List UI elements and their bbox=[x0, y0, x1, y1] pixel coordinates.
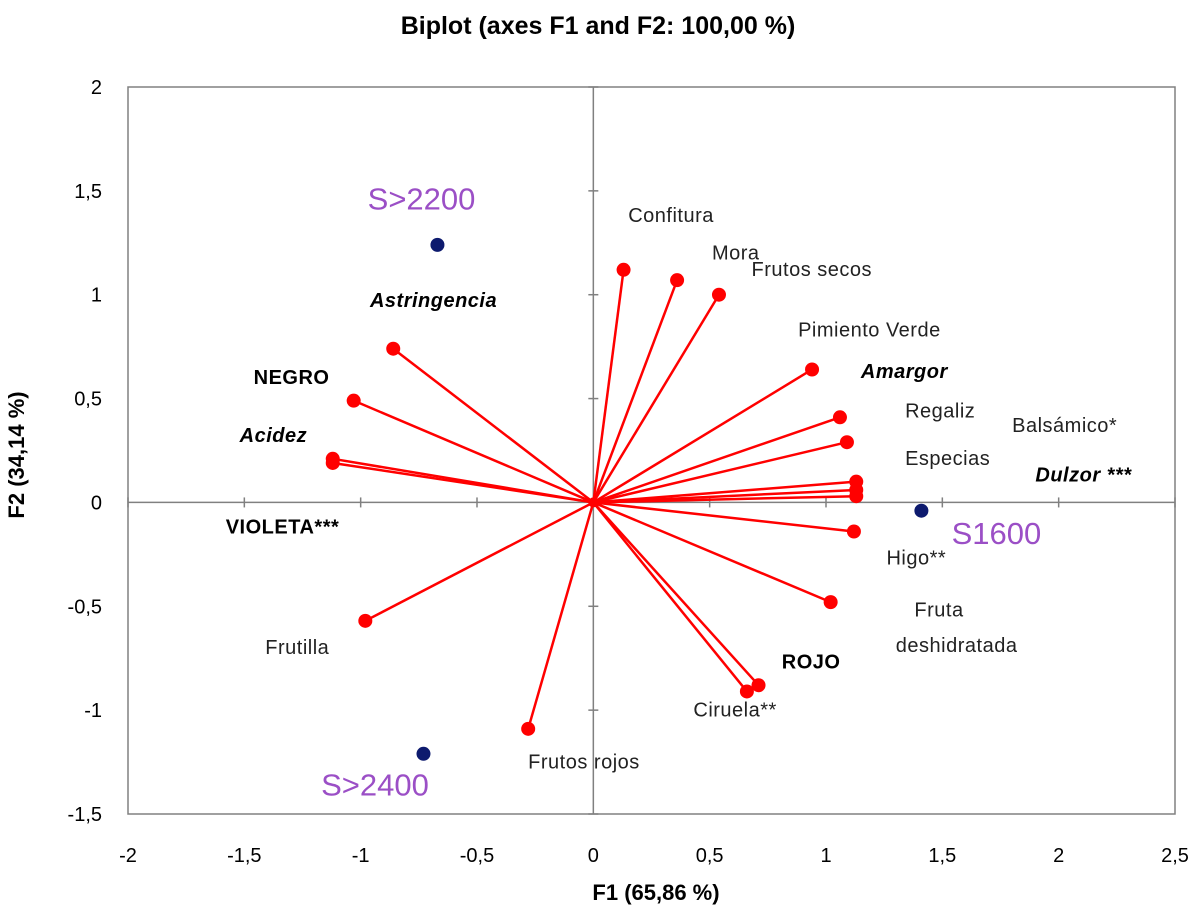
chart-title: Biplot (axes F1 and F2: 100,00 %) bbox=[401, 12, 796, 40]
y-tick-label: 0,5 bbox=[74, 389, 102, 411]
x-tick-label: -1 bbox=[352, 845, 370, 867]
variable-label: Acidez bbox=[239, 425, 307, 447]
variable-vectors bbox=[325, 262, 864, 736]
variable-label: Pimiento Verde bbox=[798, 319, 941, 341]
variable-point bbox=[616, 262, 631, 277]
variable-label: Ciruela** bbox=[693, 699, 776, 721]
x-tick-label: 0,5 bbox=[696, 845, 724, 867]
y-tick-label: 0 bbox=[91, 492, 102, 514]
variable-point bbox=[839, 435, 854, 450]
x-tick-label: -2 bbox=[119, 845, 137, 867]
variable-point bbox=[670, 273, 685, 288]
variable-label: deshidratada bbox=[896, 635, 1018, 657]
origin-point bbox=[588, 497, 599, 508]
y-tick-label: -0,5 bbox=[68, 596, 102, 618]
variable-label: Higo** bbox=[886, 548, 946, 570]
variable-point bbox=[358, 613, 373, 628]
variable-point bbox=[521, 721, 536, 736]
variable-label: Astringencia bbox=[369, 290, 497, 312]
variable-vector bbox=[592, 294, 721, 504]
x-axis-label: F1 (65,86 %) bbox=[592, 880, 719, 905]
observation-point bbox=[430, 237, 445, 252]
variable-point bbox=[711, 287, 726, 302]
variable-label: ROJO bbox=[782, 652, 841, 674]
variable-vector bbox=[526, 502, 595, 730]
variable-vector bbox=[592, 501, 748, 693]
variable-point bbox=[751, 678, 766, 693]
variable-vector bbox=[593, 494, 857, 504]
variable-point bbox=[846, 524, 861, 539]
observation-label: S>2200 bbox=[368, 182, 476, 217]
y-tick-label: 1,5 bbox=[74, 181, 102, 203]
axes: -2 -1,5 -1 -0,5 0 0,5 1 1,5 2 2,5 2 1,5 1 0,5 0 -0,5 -1 -… bbox=[68, 77, 1189, 867]
variable-label: Balsámico* bbox=[1012, 415, 1117, 437]
variable-point bbox=[325, 455, 340, 470]
variable-point bbox=[805, 362, 820, 377]
variable-label: Frutilla bbox=[265, 637, 329, 659]
variable-vector bbox=[592, 416, 841, 504]
variable-point bbox=[346, 393, 361, 408]
variable-vector bbox=[353, 399, 594, 504]
y-tick-label: 1 bbox=[91, 285, 102, 307]
variable-vector bbox=[593, 501, 855, 533]
observation-label: S>2400 bbox=[321, 767, 429, 802]
variable-vector bbox=[592, 501, 832, 604]
variable-point bbox=[739, 684, 754, 699]
plot-area-frame bbox=[127, 86, 1176, 815]
y-tick-label: 2 bbox=[91, 77, 102, 99]
x-tick-label: -1,5 bbox=[227, 845, 261, 867]
variable-vector bbox=[332, 461, 594, 504]
x-tick-label: 2,5 bbox=[1161, 845, 1189, 867]
variable-label: Amargor bbox=[860, 361, 949, 383]
variable-point bbox=[386, 341, 401, 356]
x-tick-label: -0,5 bbox=[460, 845, 494, 867]
variable-label: VIOLETA*** bbox=[226, 517, 340, 539]
variable-point bbox=[849, 489, 864, 504]
variable-vector bbox=[593, 440, 848, 504]
y-axis-label: F2 (34,14 %) bbox=[4, 391, 29, 518]
variable-label: Especias bbox=[905, 448, 990, 470]
variable-label: Mora bbox=[712, 242, 760, 264]
y-tick-label: -1 bbox=[84, 700, 102, 722]
variable-vector bbox=[593, 480, 857, 504]
variable-label: NEGRO bbox=[254, 367, 330, 389]
observation-point bbox=[914, 503, 929, 518]
variable-point bbox=[832, 410, 847, 425]
variable-point bbox=[823, 595, 838, 610]
variable-label: Confitura bbox=[628, 205, 714, 227]
observation-label: S1600 bbox=[952, 516, 1042, 551]
y-tick-label: -1,5 bbox=[68, 804, 102, 826]
variable-label: Dulzor *** bbox=[1035, 465, 1132, 487]
variable-vector bbox=[592, 501, 760, 687]
variable-label: Frutos rojos bbox=[528, 751, 640, 773]
x-tick-label: 0 bbox=[588, 845, 599, 867]
variable-label: Regaliz bbox=[905, 400, 975, 422]
variable-vector bbox=[364, 501, 594, 622]
variable-vector bbox=[592, 368, 813, 504]
x-tick-label: 1,5 bbox=[928, 845, 956, 867]
observation-point bbox=[416, 746, 431, 761]
variable-vector bbox=[392, 347, 595, 504]
x-tick-label: 1 bbox=[820, 845, 831, 867]
variable-label: Fruta bbox=[914, 600, 964, 622]
x-tick-label: 2 bbox=[1053, 845, 1064, 867]
variable-label: Frutos secos bbox=[752, 259, 872, 281]
variable-vector bbox=[592, 269, 625, 503]
variable-vector bbox=[592, 279, 679, 503]
